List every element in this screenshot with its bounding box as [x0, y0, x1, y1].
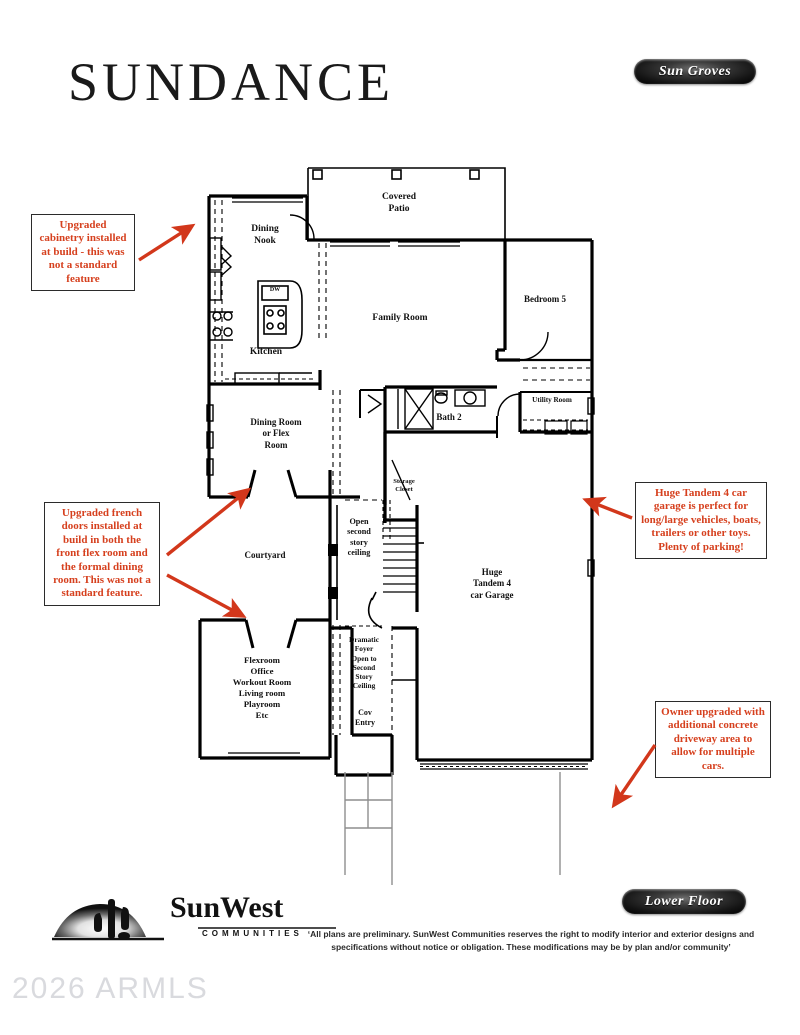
room-label-flexroom: Flexroom Office Workout Room Living room… [232, 655, 292, 720]
annotation-cabinetry: Upgraded cabinetry installed at build - … [31, 214, 135, 292]
room-label-bedroom-5: Bedroom 5 [523, 294, 567, 304]
page-title: SUNDANCE [68, 52, 395, 112]
sunwest-wordmark: SunWest [170, 891, 284, 924]
room-label-dining-nook: Dining Nook [251, 224, 279, 246]
room-label-garage: Huge Tandem 4 car Garage [470, 567, 514, 600]
logo-underline [198, 927, 336, 929]
room-label-covered-patio: Covered Patio [381, 192, 417, 214]
room-label-courtyard: Courtyard [244, 550, 286, 560]
room-label-foyer: Dramatic Foyer Open to Second Story Ceil… [349, 635, 379, 691]
room-label-bath-2: Bath 2 [436, 412, 462, 422]
room-label-open-ceiling: Open second story ceiling [347, 517, 371, 557]
room-label-kitchen: Kitchen [249, 347, 283, 357]
annotation-french-doors: Upgraded french doors installed at build… [44, 502, 160, 606]
room-label-family-room: Family Room [372, 313, 428, 323]
room-label-cov-entry: Cov Entry [355, 708, 375, 727]
floor-badge: Lower Floor [622, 889, 746, 914]
room-label-storage-closet: Storage Closet [393, 478, 415, 494]
sunwest-logo: SunWest COMMUNITIES [52, 891, 336, 955]
sunwest-mountain-cactus-icon [52, 899, 164, 941]
disclaimer-text: ‘All plans are preliminary. SunWest Comm… [307, 929, 755, 953]
armls-watermark: 2026 ARMLS [12, 972, 209, 1005]
community-badge: Sun Groves [634, 59, 756, 84]
annotation-garage: Huge Tandem 4 car garage is perfect for … [635, 482, 767, 560]
annotation-driveway: Owner upgraded with additional concrete … [655, 701, 771, 779]
room-label-dining-flex: Dining Room or Flex Room [250, 417, 302, 450]
room-label-utility-room: Utility Room [532, 396, 572, 404]
sunwest-subtitle: COMMUNITIES [202, 929, 303, 938]
room-label-dishwasher: DW [269, 287, 281, 293]
